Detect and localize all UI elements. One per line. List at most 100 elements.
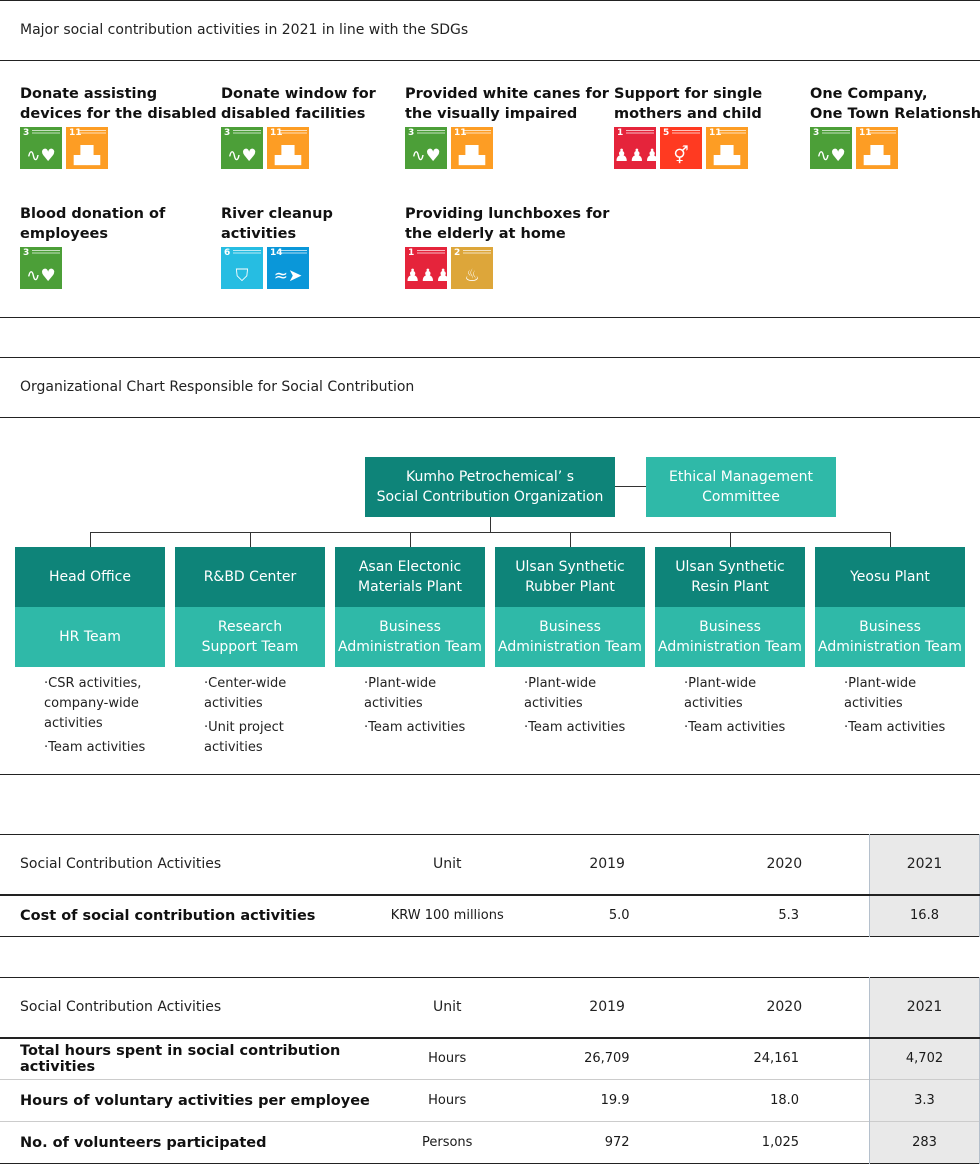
activity-title-line: mothers and child [614,106,762,122]
sdg-section-title: Major social contribution activities in … [20,22,469,38]
cost-table: Social Contribution Activities Unit 2019… [0,834,980,937]
note-text: Plant-wide [368,676,437,691]
row-2020: 1,025 [761,1135,800,1150]
department-team-box: HR Team [15,607,165,667]
main-side-connector [615,486,646,487]
sdg-icon-row: 3∿♥11▟▙ [810,127,980,169]
header-unit: Unit [432,999,462,1016]
branch-connector [90,532,891,533]
activity-title-line: the elderly at home [405,226,566,242]
bullet-icon: · [44,676,49,691]
note-line: activities [204,740,263,755]
sdg-caption-lines [279,250,307,255]
row-label: Total hours spent in social contribution… [20,1042,341,1075]
activity-title-line: devices for the disabled [20,106,217,122]
activity-title-line: disabled facilities [221,106,366,122]
header-2021: 2021 [869,977,980,1038]
note-line: activities [44,716,103,731]
department-unit-box: Yeosu Plant [815,547,965,607]
row-unit: KRW 100 millions [390,908,504,924]
volunteer-table-header: Social Contribution Activities Unit 2019… [0,977,980,1038]
note-line: ·Team activities [684,718,812,738]
note-text: CSR activities, [48,676,142,691]
sdg-caption-lines [822,130,850,135]
sdg-goal-6-icon: 6⛉ [221,247,263,289]
main-down-connector [490,517,491,533]
sdg-goal-11-icon: 11▟▙ [706,127,748,169]
activity-title-line: Blood donation of [20,206,166,222]
sdg-caption-lines [463,130,491,135]
row-label: No. of volunteers participated [20,1134,267,1151]
note-line: ·Team activities [524,718,652,738]
activity-title-line: River cleanup [221,206,333,222]
row-unit: Hours [428,1051,467,1067]
sdg-caption-lines [32,250,60,255]
note-line: activities [524,696,583,711]
list-item: ·Plant-wide activities [362,674,492,714]
note-line: ·Plant-wide [364,674,492,694]
org-bottom-rule [0,774,980,775]
bullet-icon: · [684,676,689,691]
sdg-caption-lines [78,130,106,135]
fish-icon: ≈➤ [273,266,303,286]
note-text: Plant-wide [848,676,917,691]
note-line: ·Team activities [844,718,972,738]
activity-title-line: One Company, [810,86,928,102]
sdg-bottom-rule [0,317,980,318]
sdg-goal-2-icon: 2♨ [451,247,493,289]
note-line: ·CSR activities, [44,674,172,694]
sdg-caption-lines [626,130,654,135]
family-icon: ♟♟♟♟ [614,146,656,166]
department-unit-box-line: Rubber Plant [525,579,615,595]
sdg-goal-11-icon: 11▟▙ [856,127,898,169]
note-text: Unit project [208,720,284,735]
bullet-icon: · [844,676,849,691]
sdg-goal-number: 1 [408,248,415,258]
header-2020: 2020 [766,856,803,873]
sdg-caption-lines [672,130,700,135]
department-team-box-line: Business [539,619,601,635]
note-text: Center-wide [208,676,287,691]
sdg-icon-row: 3∿♥11▟▙ [20,127,217,169]
sdg-goal-number: 3 [408,128,415,138]
note-line: activities [364,696,423,711]
header-2019: 2019 [589,999,625,1016]
department-connector [890,532,891,547]
department-unit-box-line: Ulsan Synthetic [675,559,785,575]
activity-title-line: One Town Relationship [810,106,980,122]
city-icon: ▟▙ [274,146,302,166]
list-item: ·Team activities [522,718,652,738]
heartbeat-icon: ∿♥ [26,266,56,286]
sdg-goal-number: 3 [813,128,820,138]
note-line: ·Team activities [44,738,172,758]
family-icon: ♟♟♟♟ [405,266,447,286]
department-team-box-line: Business [859,619,921,635]
note-text: Plant-wide [688,676,757,691]
bullet-icon: · [524,720,529,735]
side-box-line-2: Committee [702,489,780,505]
list-item: ·Team activities [682,718,812,738]
sdg-activity: One Company, One Town Relationship 3∿♥11▟▙ [810,84,980,169]
department-unit-box-line: Asan Electonic [358,559,462,575]
sdg-goal-number: 11 [69,128,82,138]
sdg-icon-row: 3∿♥11▟▙ [405,127,609,169]
sdg-goal-number: 11 [709,128,722,138]
top-rule [0,0,980,1]
department-team-box-line: Administration Team [498,639,642,655]
activity-title-line: Donate window for [221,86,376,102]
activity-title-line: activities [221,226,297,242]
sdg-goal-3-icon: 3∿♥ [810,127,852,169]
